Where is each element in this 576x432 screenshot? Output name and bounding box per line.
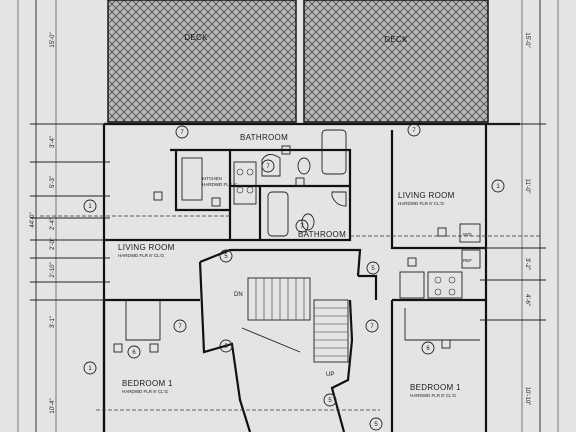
dim-right-4: 4'-6"	[524, 294, 530, 306]
stair-down[interactable]: DN	[234, 277, 311, 321]
washer-dryer: W/D	[459, 223, 481, 243]
left-dim-ticks	[30, 123, 110, 301]
deck-right-label: DECK	[384, 35, 408, 44]
tag-6b: 6	[421, 341, 435, 355]
hall-diagonal	[241, 327, 301, 353]
svg-text:7: 7	[370, 324, 374, 330]
room-labels: BATHROOM BATHROOM LIVING ROOM HARDWD FLR…	[118, 133, 461, 398]
svg-text:1: 1	[496, 184, 500, 190]
stair-up[interactable]: UP	[313, 299, 349, 378]
tag-5d: 5	[323, 393, 337, 407]
tag-7c: 7	[173, 319, 187, 333]
refrigerator: REF	[461, 249, 481, 269]
svg-text:7: 7	[178, 324, 182, 330]
svg-text:1: 1	[88, 204, 92, 210]
room-bedroom-right-sub: HARDWD FLR 8' CL'G	[410, 393, 456, 398]
stair-dn-label: DN	[234, 292, 243, 298]
dim-left-5: 2'-4"	[50, 218, 56, 230]
frame-lines	[17, 0, 559, 432]
dim-right-3: 3'-2"	[524, 258, 530, 270]
dim-left-7: 2'-10"	[50, 262, 56, 277]
ref-label: REF	[463, 258, 472, 263]
svg-text:6: 6	[426, 346, 430, 352]
room-bathroom-top: BATHROOM	[240, 133, 288, 142]
tag-7b: 7	[407, 123, 421, 137]
dim-right-1: 15'-0"	[524, 32, 530, 47]
room-bathroom-mid: BATHROOM	[298, 230, 346, 239]
svg-text:5: 5	[371, 266, 375, 272]
dim-left-4: 5'-3"	[50, 176, 56, 188]
deck-right: DECK	[303, 0, 489, 123]
svg-text:7: 7	[412, 128, 416, 134]
dimensions-right: 15'-0" 11'-0" 3'-2" 4'-6" 10'-10"	[524, 32, 530, 405]
room-bedroom-right: BEDROOM 1	[410, 383, 461, 392]
svg-text:6: 6	[132, 350, 136, 356]
svg-text:7: 7	[180, 130, 184, 136]
svg-text:7: 7	[266, 164, 270, 170]
tag-5c: 5	[219, 339, 233, 353]
tag-7f: 7	[261, 159, 275, 173]
tag-7e: 7	[295, 219, 309, 233]
svg-text:5: 5	[374, 422, 378, 428]
room-kitchen: KITCHEN	[202, 176, 222, 181]
tag-1b: 1	[83, 361, 97, 375]
room-living-left: LIVING ROOM	[118, 243, 175, 252]
dim-left-6: 2'-0"	[50, 238, 56, 250]
bath-fixtures	[261, 129, 347, 237]
deck-left-label: DECK	[184, 33, 208, 42]
tag-7d: 7	[365, 319, 379, 333]
room-kitchen-sub: HARDWD FLR 8'	[202, 182, 237, 187]
tag-1a: 1	[83, 199, 97, 213]
tag-7a: 7	[175, 125, 189, 139]
dim-right-5: 10'-10"	[524, 387, 530, 406]
svg-text:5: 5	[224, 254, 228, 260]
tag-5b: 5	[366, 261, 380, 275]
tag-6a: 6	[127, 345, 141, 359]
room-bedroom-left-sub: HARDWD FLR 8' CL'G	[122, 389, 168, 394]
dim-left-3: 3'-4"	[50, 136, 56, 148]
tag-5e: 5	[369, 417, 383, 431]
wd-label: W/D	[463, 232, 472, 237]
room-living-right-sub: HARDWD FLR 8' CL'G	[398, 201, 444, 206]
svg-text:1: 1	[88, 366, 92, 372]
interior-walls	[102, 130, 486, 432]
dim-left-9: 10'-4"	[50, 398, 56, 413]
svg-text:5: 5	[224, 344, 228, 350]
room-living-right: LIVING ROOM	[398, 191, 455, 200]
tag-1c: 1	[491, 179, 505, 193]
right-dim-ticks	[480, 123, 546, 321]
dim-left-2: 44'-0"	[30, 212, 36, 227]
dimensions-left: 15'-0" 44'-0" 3'-4" 5'-3" 2'-4" 2'-0" 2'…	[30, 32, 56, 413]
dim-left-8: 3'-1"	[50, 316, 56, 328]
tag-5a: 5	[219, 249, 233, 263]
stair-up-label: UP	[326, 372, 334, 378]
svg-text:7: 7	[300, 224, 304, 230]
dim-right-2: 11'-0"	[524, 179, 530, 194]
room-bedroom-left: BEDROOM 1	[122, 379, 173, 388]
deck-left: DECK	[107, 0, 297, 123]
kitchen-fixtures	[181, 157, 463, 299]
dim-left-1: 15'-0"	[50, 32, 56, 47]
svg-text:5: 5	[328, 398, 332, 404]
room-living-left-sub: HARDWD FLR 8' CL'G	[118, 253, 164, 258]
